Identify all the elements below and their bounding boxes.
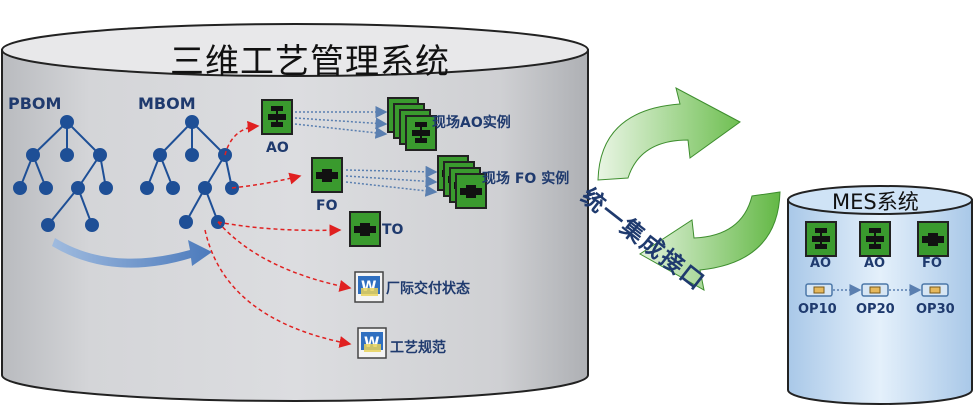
mes-doc-label-1: AO: [810, 256, 832, 271]
main-system-cylinder: [0, 23, 589, 402]
mbom-tree: [140, 115, 239, 229]
process-spec-label: 工艺规范: [390, 340, 446, 356]
main-system-title: 三维工艺管理系统: [170, 42, 450, 82]
mes-doc-label-2: AO: [864, 256, 886, 271]
mbom-label: MBOM: [138, 94, 196, 113]
integration-cycle-arrows: [597, 87, 781, 291]
instance-flows: [294, 106, 438, 197]
delivery-status-doc-icon: [354, 271, 384, 303]
mes-op-icons: [805, 283, 949, 297]
mes-op-label-2: OP20: [856, 302, 895, 317]
mbom-links: [204, 120, 352, 348]
fo-document-icon: [311, 157, 343, 193]
pbom-label: PBOM: [8, 94, 62, 113]
to-document-icon: [349, 211, 381, 247]
mes-system-title: MES系统: [832, 190, 919, 214]
fo-instance-label: 现场 FO 实例: [482, 171, 570, 187]
mes-doc-label-3: FO: [922, 256, 942, 271]
delivery-status-label: 厂际交付状态: [386, 281, 470, 297]
process-spec-doc-icon: [357, 327, 387, 359]
fo-label: FO: [316, 198, 338, 214]
pbom-tree: [13, 115, 113, 232]
mes-op-label-3: OP30: [916, 302, 955, 317]
ao-label: AO: [266, 140, 289, 156]
mes-doc-icons: [805, 221, 949, 257]
pbom-to-mbom-arrow: [52, 238, 212, 268]
mes-op-label-1: OP10: [798, 302, 837, 317]
ao-document-icon: [261, 99, 293, 135]
to-label: TO: [382, 222, 404, 238]
ao-instance-label: 现场AO实例: [432, 115, 511, 131]
